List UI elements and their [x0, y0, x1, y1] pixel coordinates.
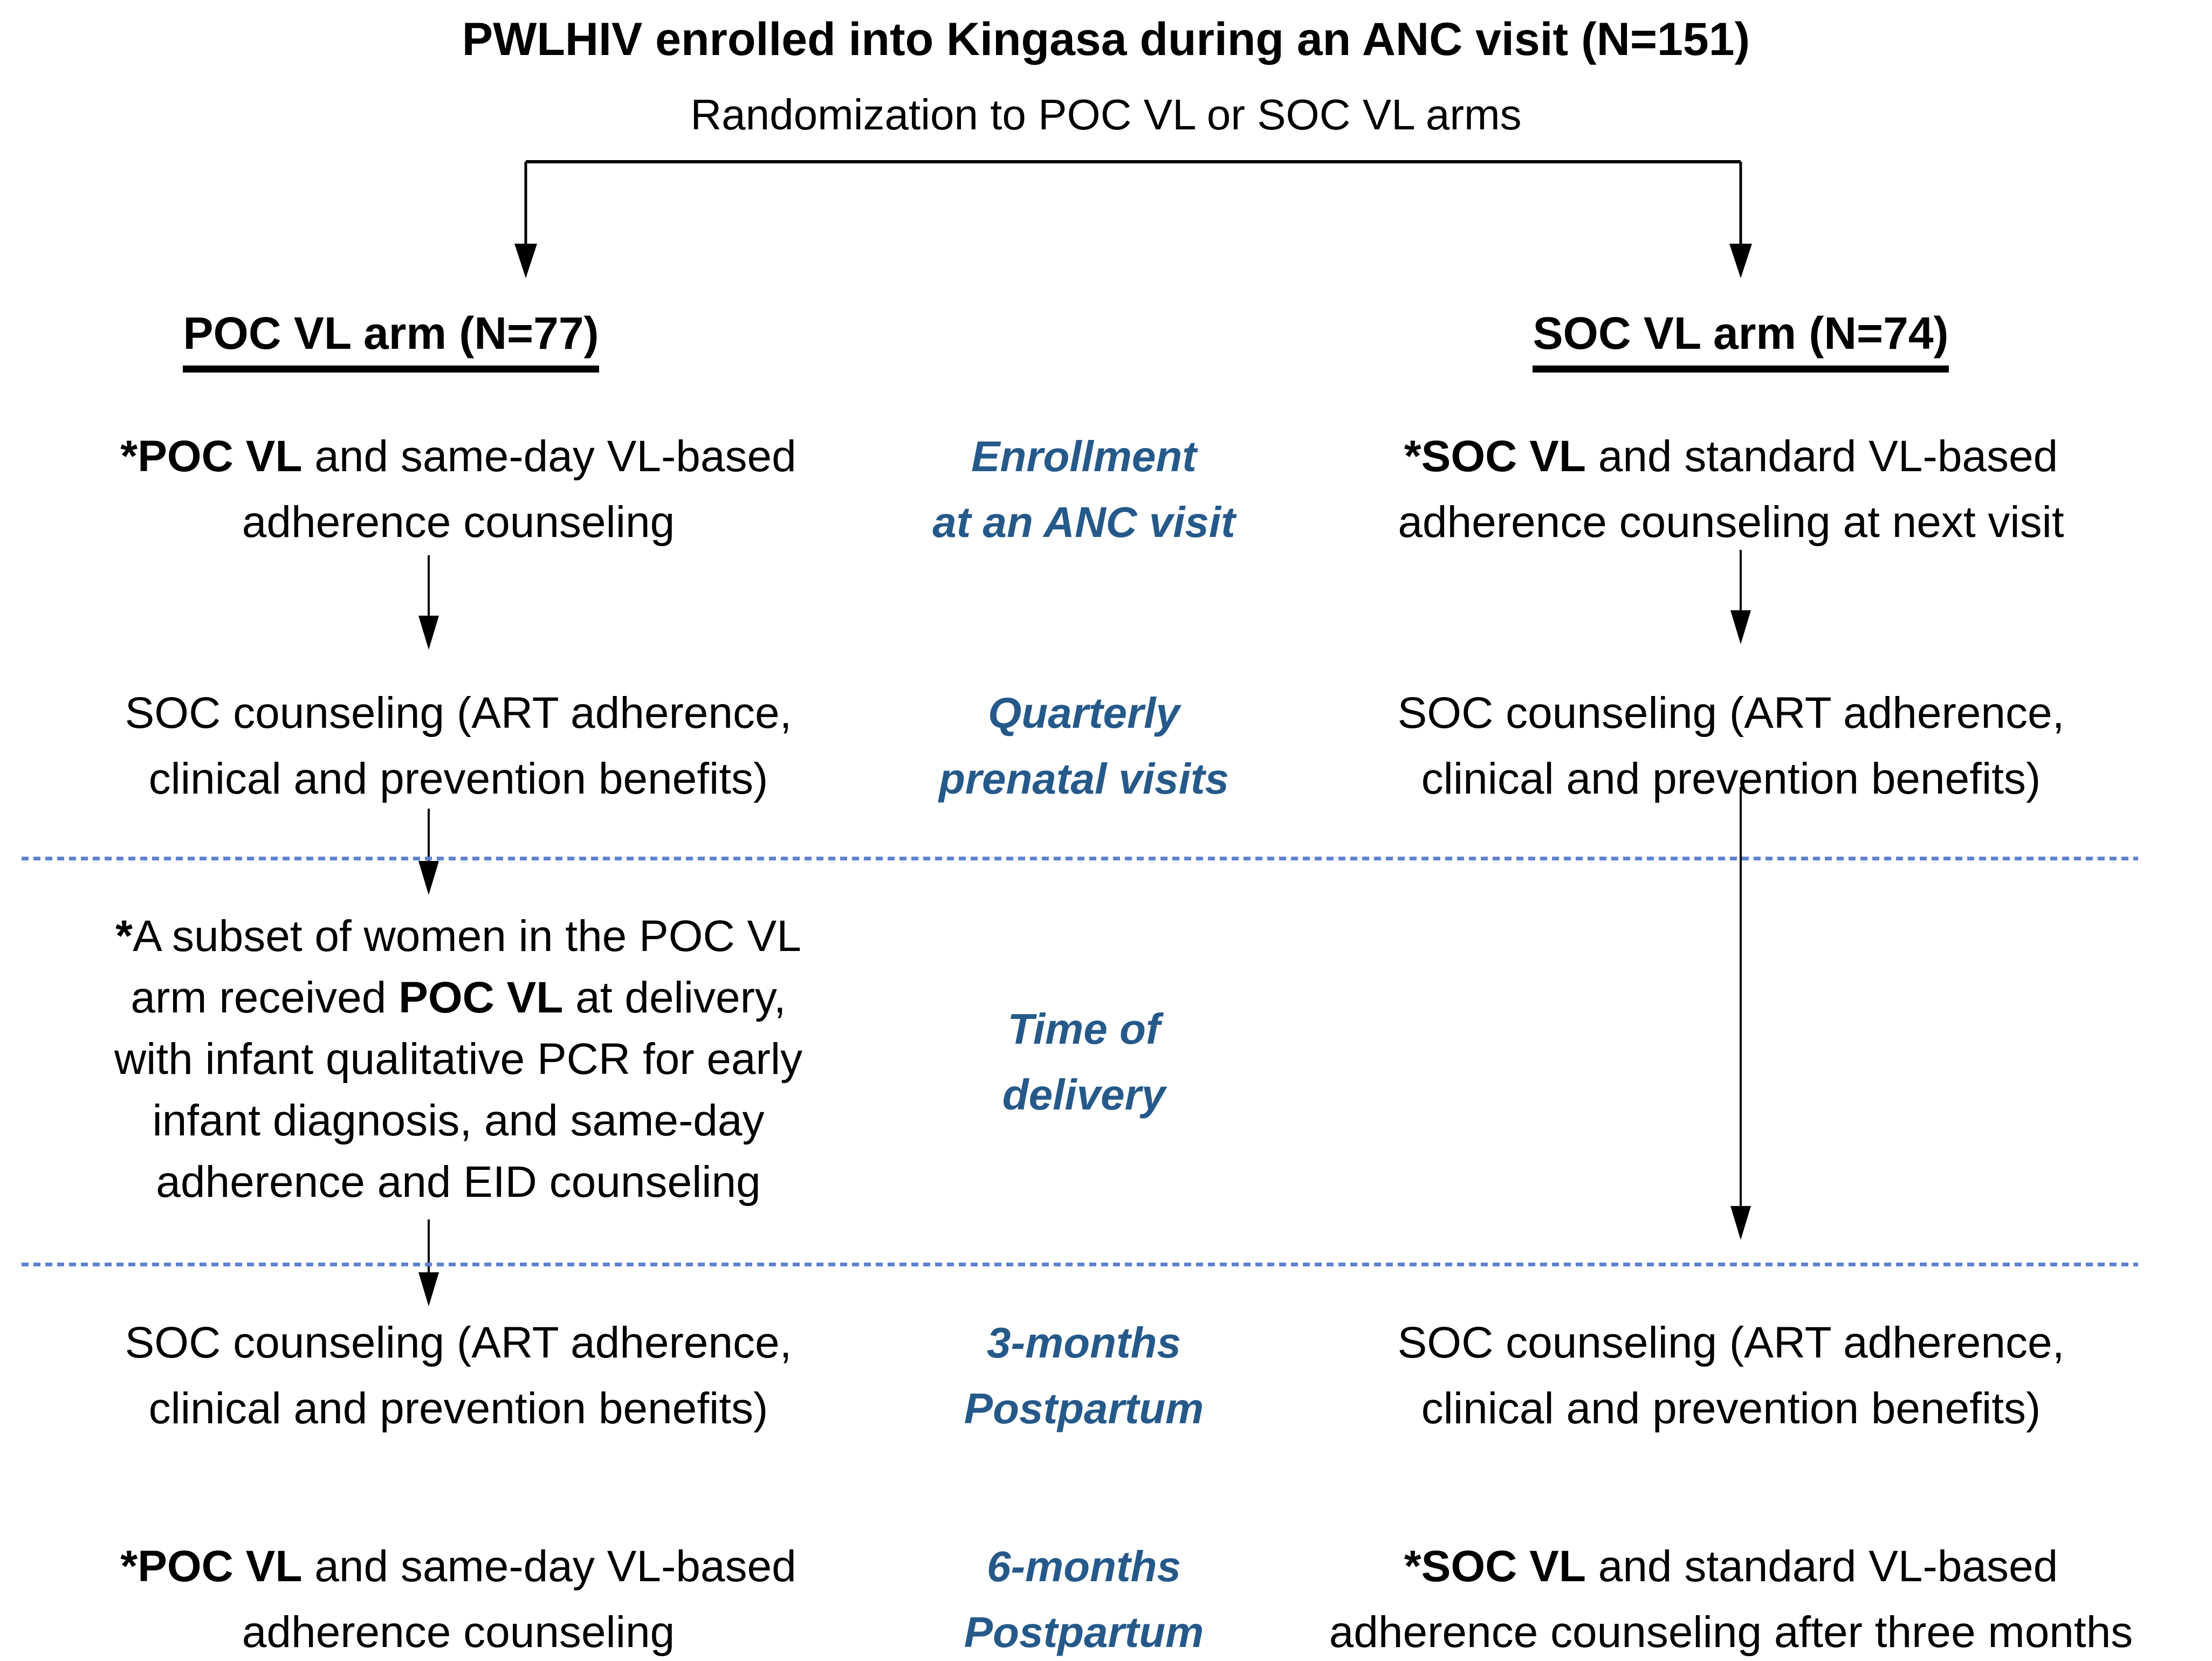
soc-arm-header: SOC VL arm (N=74)	[1267, 306, 2212, 373]
soc-enrollment-line1: *SOC VL and standard VL-based	[1256, 424, 2206, 490]
soc-quarterly-block: SOC counseling (ART adherence, clinical …	[1256, 680, 2206, 812]
timeline-quarterly-line2: prenatal visits	[938, 755, 1229, 803]
poc-delivery-line5: adherence and EID counseling	[156, 1157, 761, 1207]
soc-enrollment-line1-rest: and standard VL-based	[1585, 432, 2058, 481]
timeline-delivery-line2: delivery	[1002, 1071, 1166, 1119]
soc-postpartum3-line1: SOC counseling (ART adherence,	[1397, 1318, 2065, 1367]
poc-arm-header: POC VL arm (N=77)	[27, 306, 755, 373]
timeline-postpartum3-line2: Postpartum	[964, 1384, 1204, 1432]
soc-postpartum6-line2: adherence counseling after three months	[1329, 1608, 2133, 1657]
soc-enrollment-block: *SOC VL and standard VL-based adherence …	[1256, 424, 2206, 555]
poc-delivery-line2: arm received POC VL at delivery,	[54, 967, 863, 1029]
poc-delivery-block: *A subset of women in the POC VL arm rec…	[54, 906, 863, 1213]
poc-vl-bold-6m: *POC VL	[120, 1542, 303, 1591]
poc-delivery-line1-rest: A subset of women in the POC VL	[133, 912, 801, 961]
poc-delivery-line2-pre: arm received	[130, 973, 399, 1022]
timeline-label-enrollment: Enrollment at an ANC visit	[879, 424, 1289, 555]
soc-enrollment-line2: adherence counseling at next visit	[1398, 498, 2064, 547]
randomization-bracket	[514, 160, 1752, 278]
timeline-enrollment-line1: Enrollment	[971, 432, 1197, 480]
arrow-poc-enrollment-to-quarterly	[418, 555, 439, 650]
poc-enrollment-line1: *POC VL and same-day VL-based	[54, 424, 863, 490]
arrow-soc-quarterly-to-postpartum	[1730, 787, 1751, 1240]
timeline-postpartum6-line2: Postpartum	[964, 1608, 1204, 1656]
soc-vl-bold: *SOC VL	[1404, 432, 1586, 481]
soc-vl-bold-6m: *SOC VL	[1404, 1542, 1586, 1591]
timeline-delivery-line1: Time of	[1007, 1005, 1160, 1053]
arrowhead-poc-branch	[514, 244, 537, 278]
poc-quarterly-line1: SOC counseling (ART adherence,	[125, 688, 792, 738]
poc-vl-delivery-bold: POC VL	[399, 973, 564, 1022]
poc-postpartum3-block: SOC counseling (ART adherence, clinical …	[54, 1310, 863, 1442]
soc-postpartum6-block: *SOC VL and standard VL-based adherence …	[1256, 1534, 2206, 1661]
poc-delivery-line2-post: at delivery,	[563, 973, 786, 1022]
arrow-soc-enrollment-to-quarterly	[1730, 550, 1751, 644]
dashed-divider-delivery	[22, 857, 2138, 860]
soc-postpartum3-line2: clinical and prevention benefits)	[1421, 1384, 2041, 1433]
poc-postpartum6-line2: adherence counseling	[242, 1608, 675, 1657]
arrow-poc-quarterly-to-delivery	[418, 809, 439, 895]
poc-enrollment-line1-rest: and same-day VL-based	[302, 432, 796, 481]
soc-postpartum3-block: SOC counseling (ART adherence, clinical …	[1256, 1310, 2206, 1442]
poc-arm-header-text: POC VL arm (N=77)	[183, 306, 599, 373]
poc-delivery-line1: *A subset of women in the POC VL	[54, 906, 863, 967]
poc-enrollment-line2: adherence counseling	[242, 498, 675, 547]
poc-postpartum6-block: *POC VL and same-day VL-based adherence …	[54, 1534, 863, 1661]
page-subtitle: Randomization to POC VL or SOC VL arms	[690, 91, 1522, 139]
timeline-postpartum3-line1: 3-months	[987, 1319, 1181, 1367]
timeline-postpartum6-line1: 6-months	[987, 1542, 1181, 1590]
timeline-label-postpartum6: 6-months Postpartum	[879, 1534, 1289, 1661]
arrowhead-soc-branch	[1729, 244, 1752, 278]
poc-postpartum6-line1-rest: and same-day VL-based	[302, 1542, 796, 1591]
poc-vl-bold: *POC VL	[120, 432, 303, 481]
poc-delivery-asterisk: *	[115, 912, 133, 961]
poc-postpartum6-line1: *POC VL and same-day VL-based	[54, 1534, 863, 1600]
page-title: PWLHIV enrolled into Kingasa during an A…	[462, 13, 1750, 65]
poc-enrollment-block: *POC VL and same-day VL-based adherence …	[54, 424, 863, 555]
timeline-label-delivery: Time of delivery	[879, 996, 1289, 1128]
timeline-enrollment-line2: at an ANC visit	[932, 498, 1235, 546]
poc-delivery-line4: infant diagnosis, and same-day	[152, 1096, 765, 1145]
soc-arm-header-text: SOC VL arm (N=74)	[1533, 306, 1949, 373]
poc-postpartum3-line2: clinical and prevention benefits)	[148, 1384, 768, 1433]
soc-postpartum6-line1-rest: and standard VL-based	[1585, 1542, 2058, 1591]
timeline-quarterly-line1: Quarterly	[988, 689, 1180, 737]
soc-quarterly-line2: clinical and prevention benefits)	[1421, 754, 2041, 803]
dashed-divider-postpartum	[22, 1263, 2138, 1266]
poc-delivery-line3: with infant qualitative PCR for early	[114, 1035, 803, 1084]
timeline-label-quarterly: Quarterly prenatal visits	[879, 680, 1289, 812]
poc-quarterly-line2: clinical and prevention benefits)	[148, 754, 768, 803]
soc-quarterly-line1: SOC counseling (ART adherence,	[1397, 688, 2065, 738]
poc-quarterly-block: SOC counseling (ART adherence, clinical …	[54, 680, 863, 812]
timeline-label-postpartum3: 3-months Postpartum	[879, 1310, 1289, 1442]
soc-postpartum6-line1: *SOC VL and standard VL-based	[1256, 1534, 2206, 1600]
poc-postpartum3-line1: SOC counseling (ART adherence,	[125, 1318, 792, 1367]
